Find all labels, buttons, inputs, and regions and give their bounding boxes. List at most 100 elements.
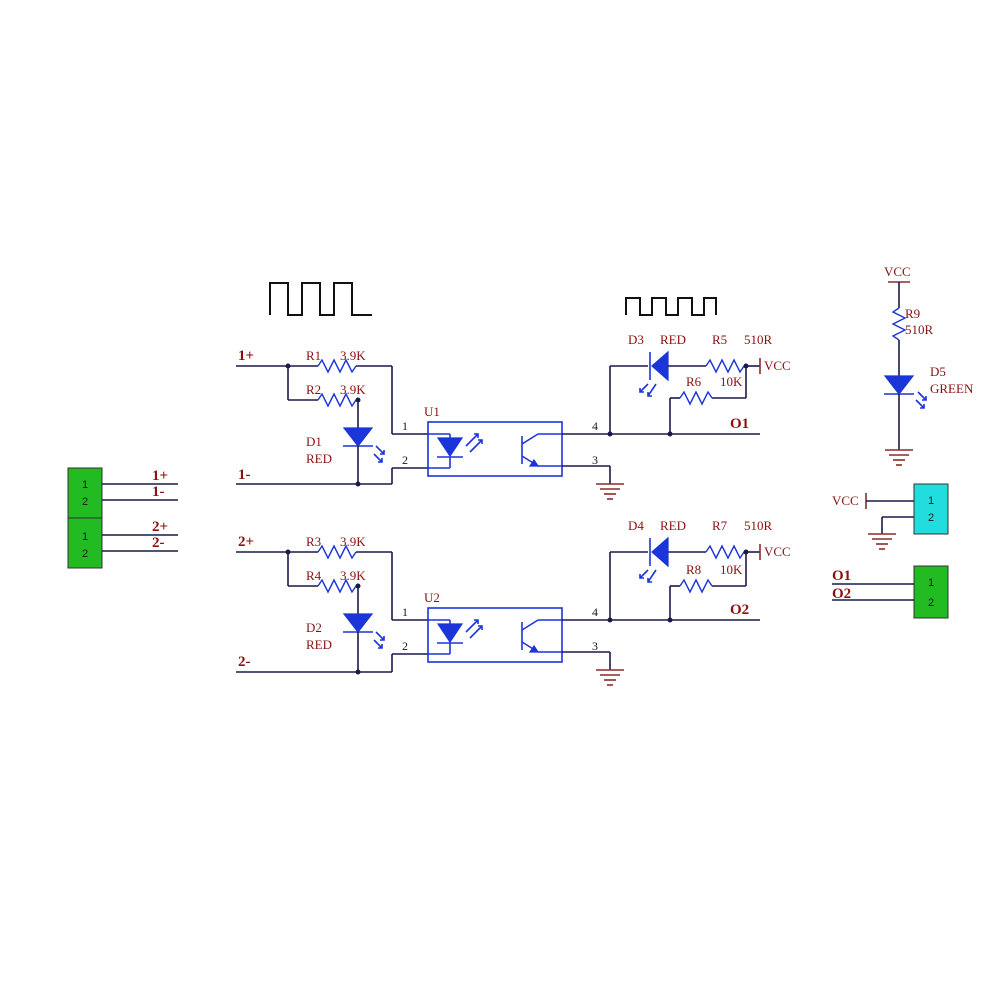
- r1-value: 3.9K: [340, 348, 366, 363]
- input-header-net-1pos: 1+: [152, 468, 168, 484]
- u1-ref: U1: [424, 404, 440, 419]
- d3-led: [651, 350, 669, 382]
- d4-light-arrows: [639, 569, 657, 583]
- input-header-block-1: [67, 467, 103, 519]
- input-header-pin-1a: 1: [82, 479, 88, 491]
- u2-pin-1: 1: [402, 605, 408, 619]
- r8-ref: R8: [686, 562, 701, 577]
- r4-value: 3.9K: [340, 568, 366, 583]
- vcc-label-ch1: VCC: [764, 358, 791, 373]
- ground-symbol-ch2: [596, 669, 624, 686]
- d2-led: [342, 613, 374, 633]
- input-header: 1 2 1 2 1+ 1- 2+ 2-: [67, 467, 178, 569]
- output-header-net-o1: O1: [832, 568, 851, 584]
- net-label-1pos: 1+: [238, 348, 254, 364]
- net-label-o1: O1: [730, 416, 749, 432]
- r4-ref: R4: [306, 568, 322, 583]
- u1-pin-2: 2: [402, 453, 408, 467]
- power-header-pin-2: 2: [928, 512, 934, 524]
- channel-2: 2+ 2- R3 3.9K R4 3.9K D2 RED 1 2 U2: [236, 518, 791, 686]
- r2-value: 3.9K: [340, 382, 366, 397]
- r5-resistor: [705, 358, 745, 374]
- power-indicator: VCC R9 510R D5 GREEN: [883, 264, 974, 466]
- d3-light-arrows: [639, 383, 657, 397]
- input-header-block-2: [67, 517, 103, 569]
- d1-ref: D1: [306, 434, 322, 449]
- r8-resistor: [679, 578, 713, 594]
- r3-ref: R3: [306, 534, 321, 549]
- vcc-label-ch2: VCC: [764, 544, 791, 559]
- d4-value: RED: [660, 518, 686, 533]
- r1-resistor: [317, 358, 357, 374]
- r1-ref: R1: [306, 348, 321, 363]
- d5-light-arrows: [915, 391, 927, 409]
- r6-value: 10K: [720, 374, 743, 389]
- output-header-block: [913, 565, 949, 619]
- d4-ref: D4: [628, 518, 644, 533]
- u1-pin-1: 1: [402, 419, 408, 433]
- u1-optocoupler: [427, 421, 563, 477]
- u1-pin-3: 3: [592, 453, 598, 467]
- d1-led: [342, 427, 374, 447]
- ground-symbol-header: [868, 533, 896, 550]
- d3-value: RED: [660, 332, 686, 347]
- net-label-1neg: 1-: [238, 467, 251, 483]
- power-header-block: [913, 483, 949, 535]
- u2-pin-2: 2: [402, 639, 408, 653]
- net-label-2pos: 2+: [238, 534, 254, 550]
- r7-ref: R7: [712, 518, 728, 533]
- r7-resistor: [705, 544, 745, 560]
- d1-light-arrows: [373, 445, 385, 463]
- r2-ref: R2: [306, 382, 321, 397]
- d5-ref: D5: [930, 364, 946, 379]
- d1-value: RED: [306, 451, 332, 466]
- input-header-net-2neg: 2-: [152, 535, 165, 551]
- channel-1: 1+ 1- R1 3.9K R2 3.9K D1 RED 1 2: [236, 332, 791, 500]
- u2-optocoupler: [427, 607, 563, 663]
- net-label-2neg: 2-: [238, 654, 251, 670]
- r9-resistor: [891, 307, 907, 341]
- u2-ref: U2: [424, 590, 440, 605]
- r5-ref: R5: [712, 332, 727, 347]
- u2-pin-3: 3: [592, 639, 598, 653]
- ground-symbol-ch1: [596, 483, 624, 500]
- output-header-pin-2: 2: [928, 597, 934, 609]
- d5-led: [883, 375, 915, 395]
- r6-resistor: [679, 390, 713, 406]
- r9-ref: R9: [905, 306, 920, 321]
- r3-resistor: [317, 544, 357, 560]
- r9-value: 510R: [905, 322, 934, 337]
- r3-value: 3.9K: [340, 534, 366, 549]
- power-header: 1 2 VCC: [832, 483, 949, 550]
- output-square-wave: [625, 297, 717, 316]
- input-square-wave: [269, 282, 372, 316]
- power-vcc-label: VCC: [884, 264, 911, 279]
- d4-led: [651, 536, 669, 568]
- d3-ref: D3: [628, 332, 644, 347]
- input-header-net-2pos: 2+: [152, 519, 168, 535]
- r6-ref: R6: [686, 374, 702, 389]
- r5-value: 510R: [744, 332, 773, 347]
- d2-light-arrows: [373, 631, 385, 649]
- output-header-net-o2: O2: [832, 586, 851, 602]
- power-header-pin-1: 1: [928, 495, 934, 507]
- ground-symbol-power: [885, 449, 913, 466]
- r2-resistor: [317, 392, 357, 408]
- output-header-pin-1: 1: [928, 577, 934, 589]
- r7-value: 510R: [744, 518, 773, 533]
- d2-value: RED: [306, 637, 332, 652]
- net-label-o2: O2: [730, 602, 749, 618]
- input-header-pin-2a: 2: [82, 496, 88, 508]
- u2-pin-4: 4: [592, 605, 598, 619]
- input-header-pin-1b: 1: [82, 531, 88, 543]
- input-header-pin-2b: 2: [82, 548, 88, 560]
- d5-value: GREEN: [930, 381, 974, 396]
- output-header: 1 2 O1 O2: [832, 565, 949, 619]
- input-header-net-1neg: 1-: [152, 484, 165, 500]
- u1-pin-4: 4: [592, 419, 598, 433]
- r4-resistor: [317, 578, 357, 594]
- power-header-vcc-label: VCC: [832, 493, 859, 508]
- d2-ref: D2: [306, 620, 322, 635]
- r8-value: 10K: [720, 562, 743, 577]
